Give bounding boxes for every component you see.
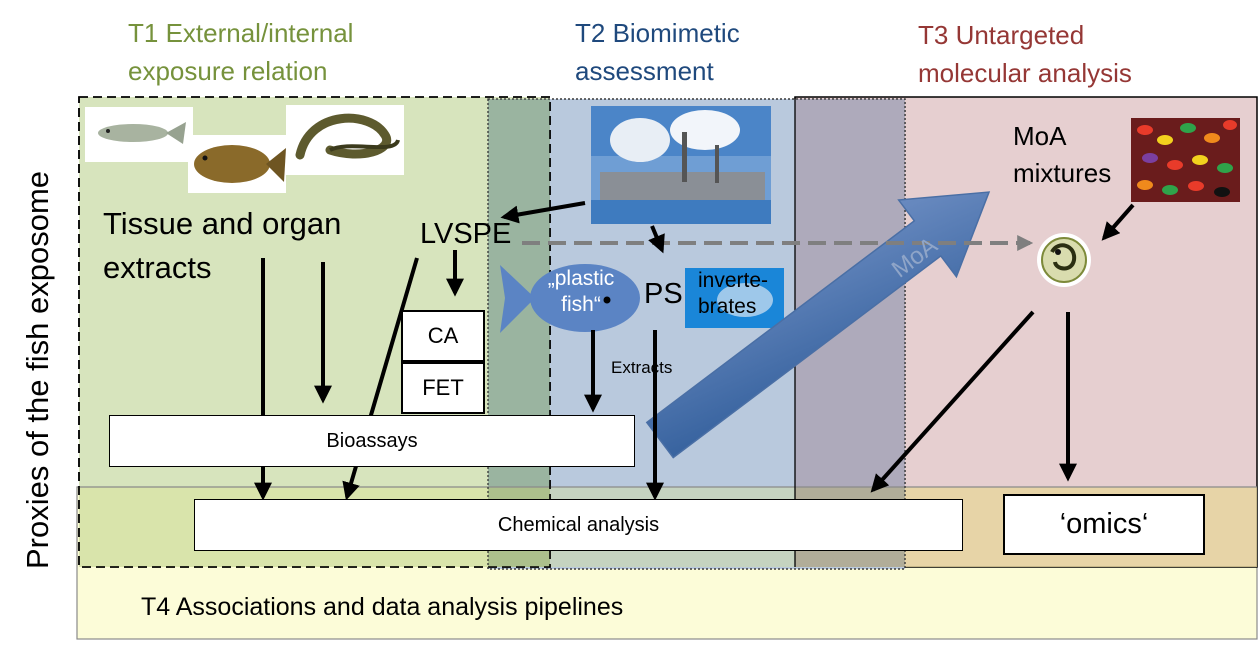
embryo-icon	[1037, 233, 1091, 287]
tissue-organ-extracts-label: Tissue and organ extracts	[103, 202, 341, 290]
t2-title-line1: T2 Biomimetic	[575, 18, 740, 48]
t3-title-line1: T3 Untargeted	[918, 20, 1085, 50]
t1-title-line2: exposure relation	[128, 56, 328, 86]
plastic-fish-label-line2: fish“	[561, 293, 601, 316]
bioassays-box: Bioassays	[109, 415, 635, 467]
invertebrates-label: inverte- brates	[698, 268, 768, 320]
ca-box: CA	[401, 310, 485, 362]
embryo-to-chemical-arrow	[870, 310, 1035, 493]
t2-title: T2 Biomimetic assessment	[575, 14, 740, 90]
omics-box: ‘omics‘	[1003, 494, 1205, 555]
moa-mixtures-line1: MoA	[1013, 121, 1067, 151]
plastic-fish-label-line1: „plastic	[547, 267, 615, 290]
moa-big-arrow	[645, 191, 991, 459]
t2-panel-border	[487, 98, 906, 570]
plastic-fish-shape	[500, 264, 640, 333]
minnow-fish-icon	[85, 107, 193, 162]
fet-box: FET	[401, 362, 485, 414]
jelly-beans-icon	[1131, 118, 1240, 202]
mixtures-to-embryo-arrow	[1101, 203, 1135, 241]
moa-mixtures-line2: mixtures	[1013, 158, 1112, 188]
t1-title: T1 External/internal exposure relation	[128, 14, 353, 90]
plastic-fish-label: „plastic fish“	[531, 266, 631, 318]
t1-panel-border	[78, 96, 551, 568]
t1-title-line1: T1 External/internal	[128, 18, 354, 48]
chemical-analysis-box: Chemical analysis	[194, 499, 963, 551]
t4-title: T4 Associations and data analysis pipeli…	[141, 593, 624, 621]
invertebrates-icon	[685, 268, 784, 328]
bioassays-box-label: Bioassays	[326, 429, 418, 452]
tissue-label-line1: Tissue and organ	[103, 206, 342, 241]
ps-label: PS	[644, 278, 683, 310]
omics-box-label: ‘omics‘	[1059, 508, 1149, 540]
invertebrates-label-line1: inverte-	[698, 269, 769, 292]
factory-to-ps-arrow	[648, 225, 665, 254]
factory-to-lvspe-arrow	[500, 201, 586, 224]
eel-icon	[286, 105, 404, 175]
tissue-label-line2: extracts	[103, 250, 212, 285]
invertebrates-label-line2: brates	[698, 295, 757, 318]
fet-box-label: FET	[422, 375, 464, 400]
moa-mixtures-label: MoA mixtures	[1013, 118, 1111, 192]
lvspe-label: LVSPE	[420, 218, 512, 250]
t3-title: T3 Untargeted molecular analysis	[918, 16, 1132, 92]
ca-box-label: CA	[427, 323, 459, 348]
factory-icon	[591, 106, 771, 224]
extracts-label: Extracts	[611, 358, 673, 377]
t3-title-line2: molecular analysis	[918, 58, 1132, 88]
chemical-analysis-box-label: Chemical analysis	[497, 513, 660, 536]
t2-title-line2: assessment	[575, 56, 714, 86]
bream-fish-icon	[188, 135, 286, 193]
